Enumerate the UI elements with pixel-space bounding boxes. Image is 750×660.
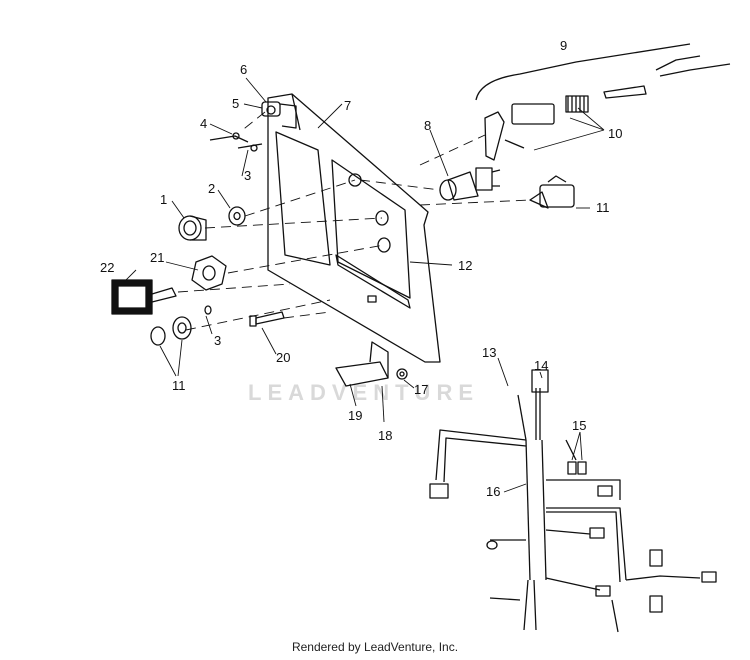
callout-21: 21	[150, 250, 164, 265]
callout-9: 9	[560, 38, 567, 53]
callout-7: 7	[344, 98, 351, 113]
toggle-bezel	[150, 316, 192, 346]
callout-5: 5	[232, 96, 239, 111]
callout-20: 20	[276, 350, 290, 365]
callout-16: 16	[486, 484, 500, 499]
callout-13: 13	[482, 345, 496, 360]
callout-15: 15	[572, 418, 586, 433]
callout-4: 4	[200, 116, 207, 131]
callout-8: 8	[424, 118, 431, 133]
lock-washer	[228, 206, 246, 226]
alignment-lines	[177, 111, 531, 331]
callout-14: 14	[534, 358, 548, 373]
toggle-switch	[529, 175, 575, 209]
wiring-harness	[429, 369, 717, 633]
ignition-key	[111, 279, 177, 315]
callout-22: 22	[100, 260, 114, 275]
small-washer	[204, 305, 212, 315]
callout-11-left: 11	[172, 378, 186, 393]
leader-lines	[123, 77, 605, 493]
choke-assembly	[475, 43, 731, 161]
switch-nut	[191, 255, 227, 291]
lower-bracket	[335, 341, 408, 387]
callout-10: 10	[608, 126, 622, 141]
mount-bracket	[261, 101, 297, 129]
callout-19: 19	[348, 408, 362, 423]
callout-6: 6	[240, 62, 247, 77]
instrument-panel	[267, 93, 441, 363]
callout-2: 2	[208, 181, 215, 196]
ignition-switch	[439, 167, 501, 201]
callout-3-lower: 3	[214, 333, 221, 348]
footer-credit: Rendered by LeadVenture, Inc.	[291, 640, 459, 654]
bezel-nut	[178, 215, 207, 241]
mounting-screw	[249, 311, 285, 327]
callout-1: 1	[160, 192, 167, 207]
callout-12: 12	[458, 258, 472, 273]
callout-11-right: 11	[596, 200, 610, 215]
watermark: LEADVENTURE	[248, 380, 479, 405]
callout-18: 18	[378, 428, 392, 443]
wire-clip	[209, 132, 263, 152]
callout-3-upper: 3	[244, 168, 251, 183]
callout-17: 17	[414, 382, 428, 397]
